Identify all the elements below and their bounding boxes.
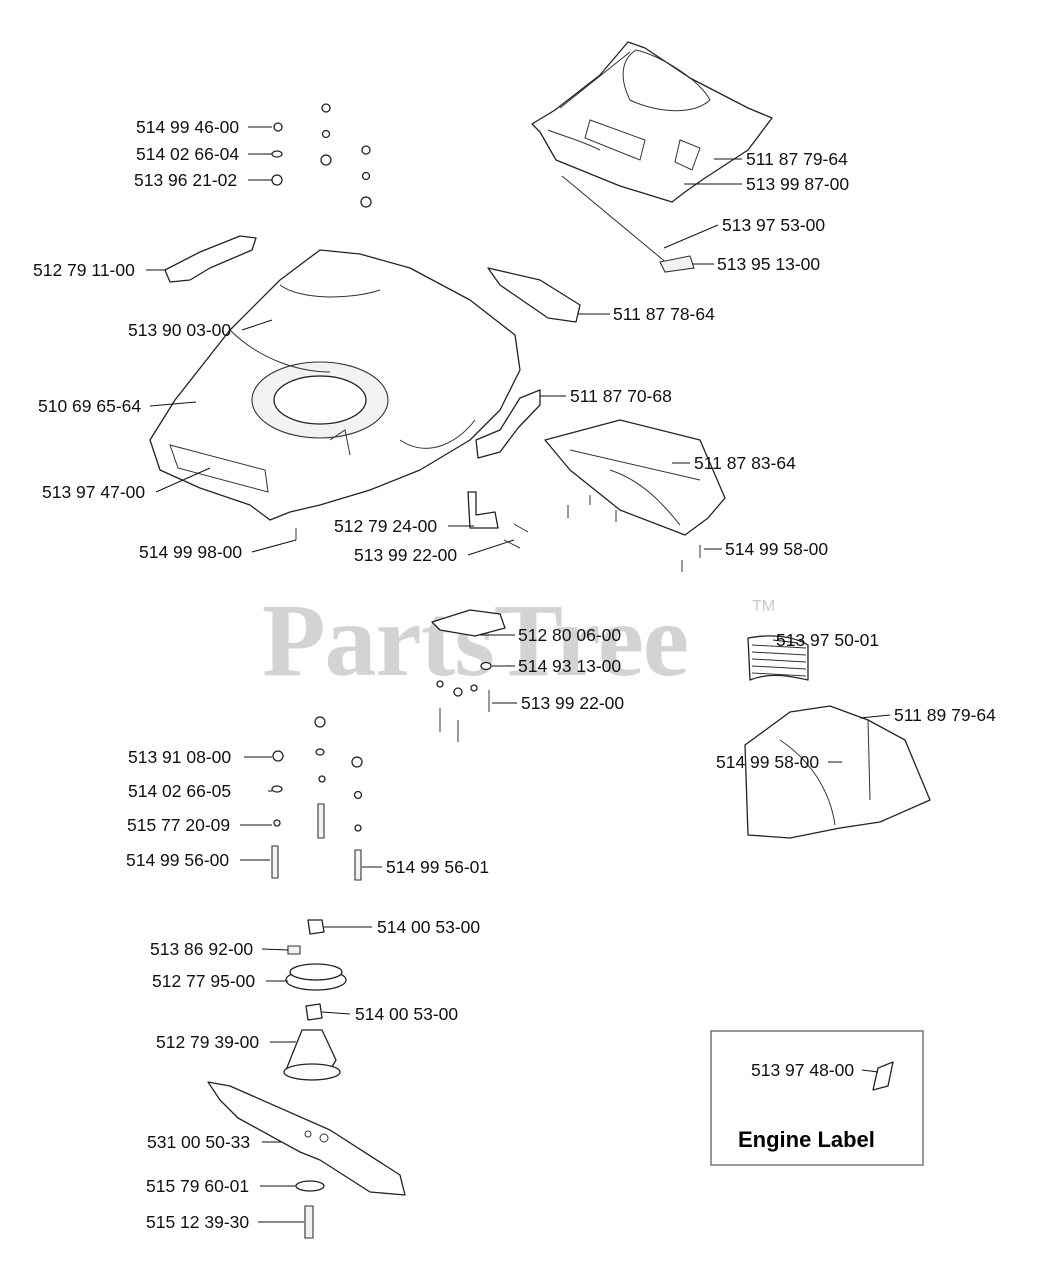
watermark: PartsTree — [262, 583, 688, 698]
engine-label-part-number: 513 97 48-00 — [751, 1060, 854, 1080]
callout-514-93-13-00: 514 93 13-00 — [518, 656, 621, 676]
callout-514-00-53-00-b: 514 00 53-00 — [355, 1004, 458, 1024]
bracket-512-79-24 — [467, 491, 499, 529]
rod — [561, 175, 669, 265]
callout-513-99-87-00: 513 99 87-00 — [746, 174, 849, 194]
callout-512-79-24-00: 512 79 24-00 — [334, 516, 437, 536]
middle-left-fasteners — [271, 716, 363, 881]
callout-513-91-08-00: 513 91 08-00 — [128, 747, 231, 767]
callout-514-99-56-00: 514 99 56-00 — [126, 850, 229, 870]
middle-hardware — [436, 661, 492, 742]
callout-511-89-79-64: 511 89 79-64 — [894, 705, 996, 725]
callout-531-00-50-33: 531 00 50-33 — [147, 1132, 250, 1152]
callout-513-90-03-00: 513 90 03-00 — [128, 320, 231, 340]
callout-515-79-60-01: 515 79 60-01 — [146, 1176, 249, 1196]
callout-511-87-78-64: 511 87 78-64 — [613, 304, 715, 324]
callout-514-99-58-00-b: 514 99 58-00 — [716, 752, 819, 772]
callout-leaders — [146, 126, 891, 1223]
engine-label-sticker — [872, 1061, 894, 1091]
callout-512-80-06-00: 512 80 06-00 — [518, 625, 621, 645]
callout-512-79-11-00: 512 79 11-00 — [33, 260, 135, 280]
callout-513-99-22-00-b: 513 99 22-00 — [521, 693, 624, 713]
callout-514-00-53-00-a: 514 00 53-00 — [377, 917, 480, 937]
rear-bracket — [475, 389, 541, 459]
mower-deck — [149, 249, 521, 521]
callout-514-02-66-04: 514 02 66-04 — [136, 144, 239, 164]
rear-cover — [544, 419, 726, 536]
callout-515-12-39-30: 515 12 39-30 — [146, 1212, 249, 1232]
callout-510-69-65-64: 510 69 65-64 — [38, 396, 141, 416]
callout-511-87-79-64: 511 87 79-64 — [746, 149, 848, 169]
callout-513-86-92-00: 513 86 92-00 — [150, 939, 253, 959]
callout-511-87-70-68: 511 87 70-68 — [570, 386, 672, 406]
callout-511-87-83-64: 511 87 83-64 — [694, 453, 796, 473]
callout-515-77-20-09: 515 77 20-09 — [127, 815, 230, 835]
callout-labels: 514 99 46-00 514 02 66-04 513 96 21-02 5… — [33, 117, 996, 1232]
spring-513-95-13 — [659, 255, 695, 273]
engine-label-title: Engine Label — [738, 1127, 875, 1152]
engine-label-box — [710, 1030, 924, 1166]
callout-514-99-58-00-a: 514 99 58-00 — [725, 539, 828, 559]
grass-guard — [747, 635, 809, 681]
callout-513-95-13-00: 513 95 13-00 — [717, 254, 820, 274]
callout-513-97-50-01: 513 97 50-01 — [776, 630, 879, 650]
rear-flap-housing — [744, 705, 931, 839]
callout-513-96-21-02: 513 96 21-02 — [134, 170, 237, 190]
callout-514-02-66-05: 514 02 66-05 — [128, 781, 231, 801]
bracket-512-79-11 — [164, 235, 257, 283]
callout-514-99-46-00: 514 99 46-00 — [136, 117, 239, 137]
watermark-trademark: TM — [752, 598, 775, 615]
plate-512-80-06 — [431, 609, 506, 637]
callout-513-97-53-00: 513 97 53-00 — [722, 215, 825, 235]
callout-514-99-56-01: 514 99 56-01 — [386, 857, 489, 877]
blade-assembly — [207, 919, 406, 1239]
callout-513-99-22-00-a: 513 99 22-00 — [354, 545, 457, 565]
upper-screws — [271, 103, 701, 572]
callout-514-99-98-00: 514 99 98-00 — [139, 542, 242, 562]
callout-513-97-47-00: 513 97 47-00 — [42, 482, 145, 502]
deflector-plate — [487, 267, 581, 323]
callout-512-79-39-00: 512 79 39-00 — [156, 1032, 259, 1052]
grass-bag-cover — [531, 41, 773, 203]
callout-512-77-95-00: 512 77 95-00 — [152, 971, 255, 991]
